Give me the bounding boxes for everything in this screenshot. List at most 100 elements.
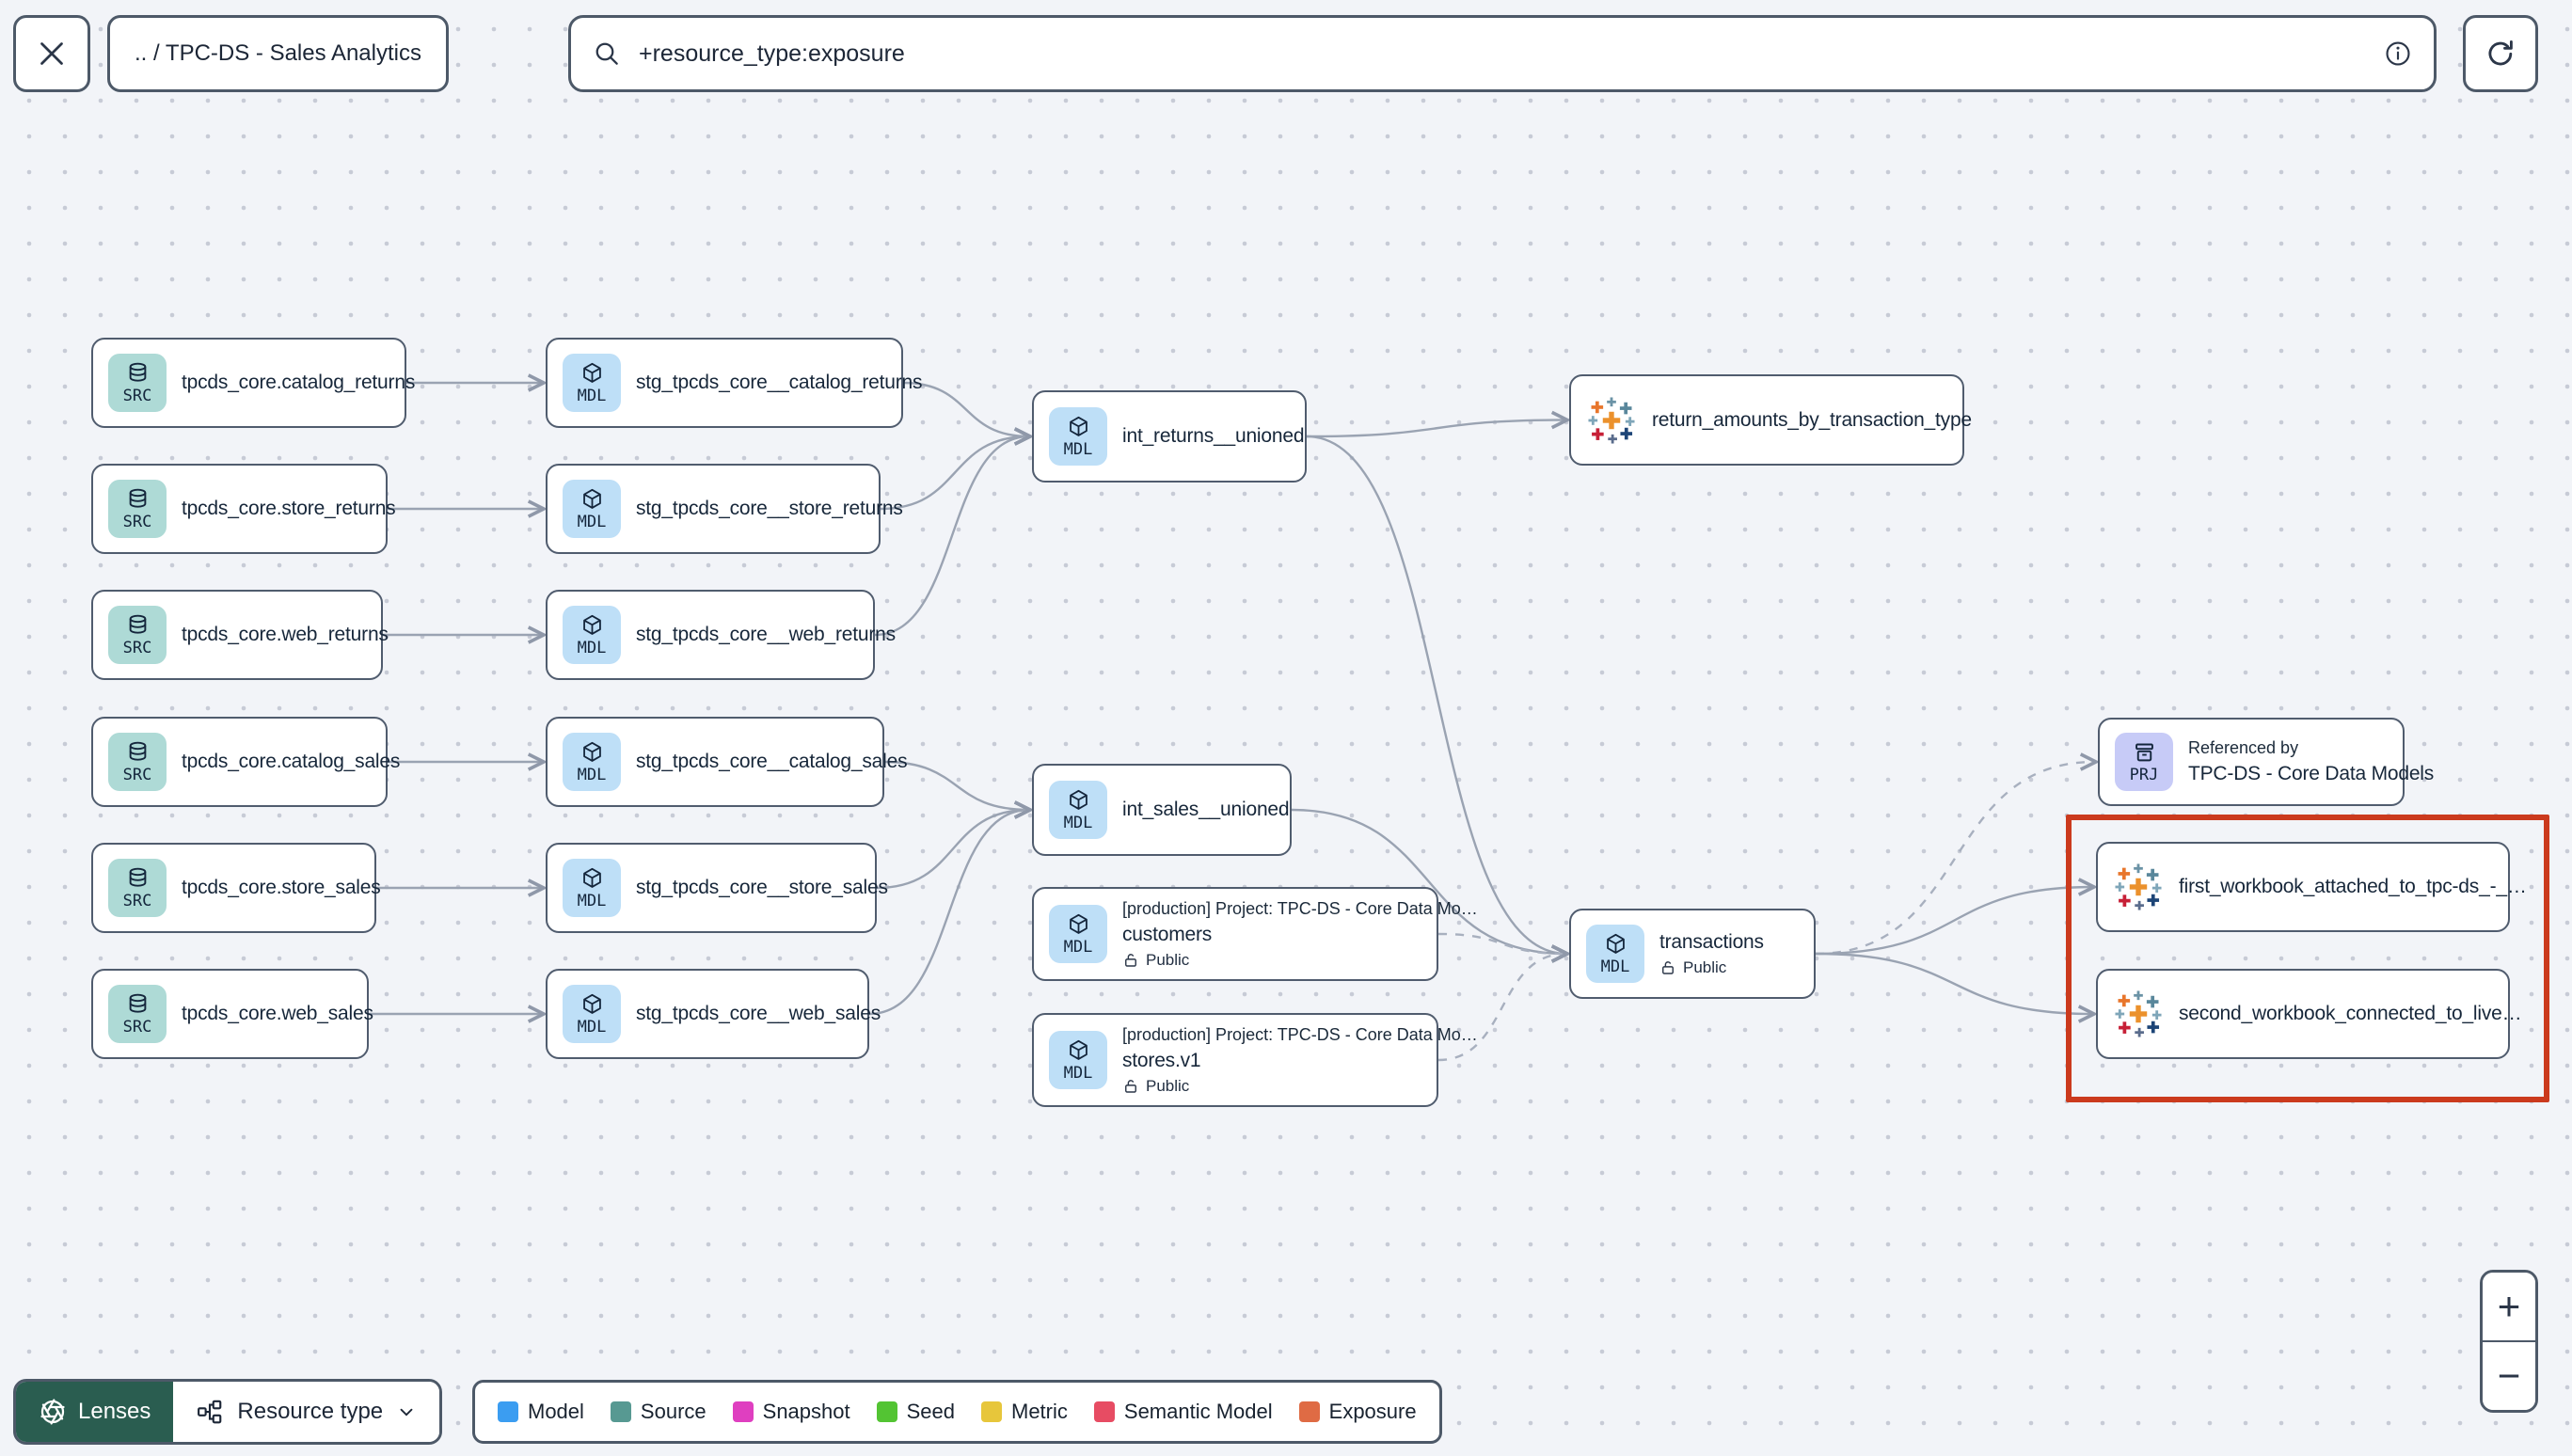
chevron-down-icon [400,1408,413,1416]
source-chip: SRC [108,354,167,412]
source-chip: SRC [108,859,167,917]
model-chip: MDL [563,480,621,538]
search-icon [595,42,618,65]
lineage-edge [1291,808,1566,954]
resource-type-icon [198,1400,222,1424]
lineage-edge [874,436,1029,637]
model-chip: MDL [563,606,621,664]
model-cube-icon [1069,913,1088,934]
lineage-edge [902,381,1029,436]
lineage-node-second_workbook[interactable]: second_workbook_connected_to_live… [2096,969,2522,1059]
legend-item-exposure: Exposure [1298,1400,1417,1424]
zoom-controls: + − [2480,1270,2538,1413]
node-label: customers [1122,923,1213,945]
legend-swatch [1093,1401,1115,1422]
database-icon [129,614,146,634]
node-label: tpcds_core.web_returns [182,624,389,645]
model-cube-icon [1606,933,1625,954]
lineage-edge [1815,887,2093,956]
lineage-node-src_store_sales[interactable]: SRC tpcds_core.store_sales [91,843,381,933]
node-label: return_amounts_by_transaction_type [1652,408,1972,431]
source-chip: SRC [108,985,167,1043]
lenses-button[interactable]: Lenses [16,1382,174,1442]
legend-item-snapshot: Snapshot [732,1400,850,1424]
model-chip: MDL [563,733,621,791]
model-chip: MDL [1049,1031,1107,1089]
node-label: int_sales__unioned [1122,799,1290,820]
model-cube-icon [1069,416,1088,436]
model-cube-icon [582,362,601,383]
model-cube-icon [582,488,601,509]
node-label: tpcds_core.web_sales [182,1003,373,1024]
legend-swatch [732,1401,754,1422]
database-icon [129,488,146,508]
legend-swatch [1298,1401,1320,1422]
lineage-edge [1306,420,1566,438]
zoom-out-button[interactable]: − [2483,1342,2535,1410]
lineage-edge [876,810,1029,890]
resource-type-dropdown[interactable]: Resource type [173,1382,440,1442]
model-chip: MDL [1049,407,1107,466]
zoom-in-button[interactable]: + [2483,1273,2535,1342]
model-chip: MDL [1049,905,1107,963]
lineage-node-src_catalog_returns[interactable]: SRC tpcds_core.catalog_returns [91,338,416,428]
search-input[interactable] [637,39,2368,69]
lineage-node-stg_catalog_sales[interactable]: MDL stg_tpcds_core__catalog_sales [546,717,908,807]
refresh-button[interactable] [2463,15,2538,92]
lineage-node-first_workbook[interactable]: first_workbook_attached_to_tpc-ds_-_… [2096,842,2527,932]
model-chip: MDL [563,859,621,917]
close-button[interactable] [13,15,90,92]
model-cube-icon [582,614,601,635]
model-cube-icon [1069,1039,1088,1060]
node-label: tpcds_core.catalog_returns [182,372,416,393]
node-project-title: [production] Project: TPC-DS - Core Data… [1122,1024,1478,1044]
node-access-badge: Public [1122,951,1423,970]
lineage-edge [883,760,1029,810]
public-lock-icon [1662,960,1674,974]
public-lock-icon [1125,953,1136,967]
legend-item-model: Model [498,1400,584,1424]
project-chip: PRJ [2115,733,2173,791]
source-chip: SRC [108,480,167,538]
node-label: stg_tpcds_core__catalog_returns [636,372,923,393]
refresh-icon [2488,40,2513,66]
lineage-node-stg_web_sales[interactable]: MDL stg_tpcds_core__web_sales [546,969,881,1059]
lineage-node-customers[interactable]: MDL [production] Project: TPC-DS - Core D… [1032,887,1478,981]
legend-item-metric: Metric [981,1400,1068,1424]
node-label: stg_tpcds_core__catalog_sales [636,751,908,772]
lineage-node-return_amounts_by_transaction_type[interactable]: return_amounts_by_transaction_type [1569,374,1972,466]
node-label: first_workbook_attached_to_tpc-ds_-_… [2179,876,2527,897]
tableau-icon [1588,396,1635,444]
node-label: transactions [1659,930,1764,953]
node-label: stg_tpcds_core__web_sales [636,1003,881,1024]
lenses-control-group: Lenses Resource type [13,1379,443,1445]
lineage-edge [1306,435,1566,954]
lenses-label: Lenses [78,1399,151,1424]
model-cube-icon [582,993,601,1014]
lineage-edge [1437,954,1566,1062]
source-chip: SRC [108,733,167,791]
node-label: tpcds_core.store_sales [182,877,381,898]
model-chip: MDL [563,985,621,1043]
breadcrumb[interactable]: .. / TPC-DS - Sales Analytics [107,15,449,92]
lineage-node-stores[interactable]: MDL [production] Project: TPC-DS - Core D… [1032,1013,1478,1107]
lineage-edge [1815,762,2095,956]
info-icon[interactable] [2383,39,2413,69]
breadcrumb-label: .. / TPC-DS - Sales Analytics [135,40,421,66]
node-project-title: [production] Project: TPC-DS - Core Data… [1122,898,1478,918]
lineage-node-src_web_sales[interactable]: SRC tpcds_core.web_sales [91,969,373,1059]
close-icon [40,42,63,65]
